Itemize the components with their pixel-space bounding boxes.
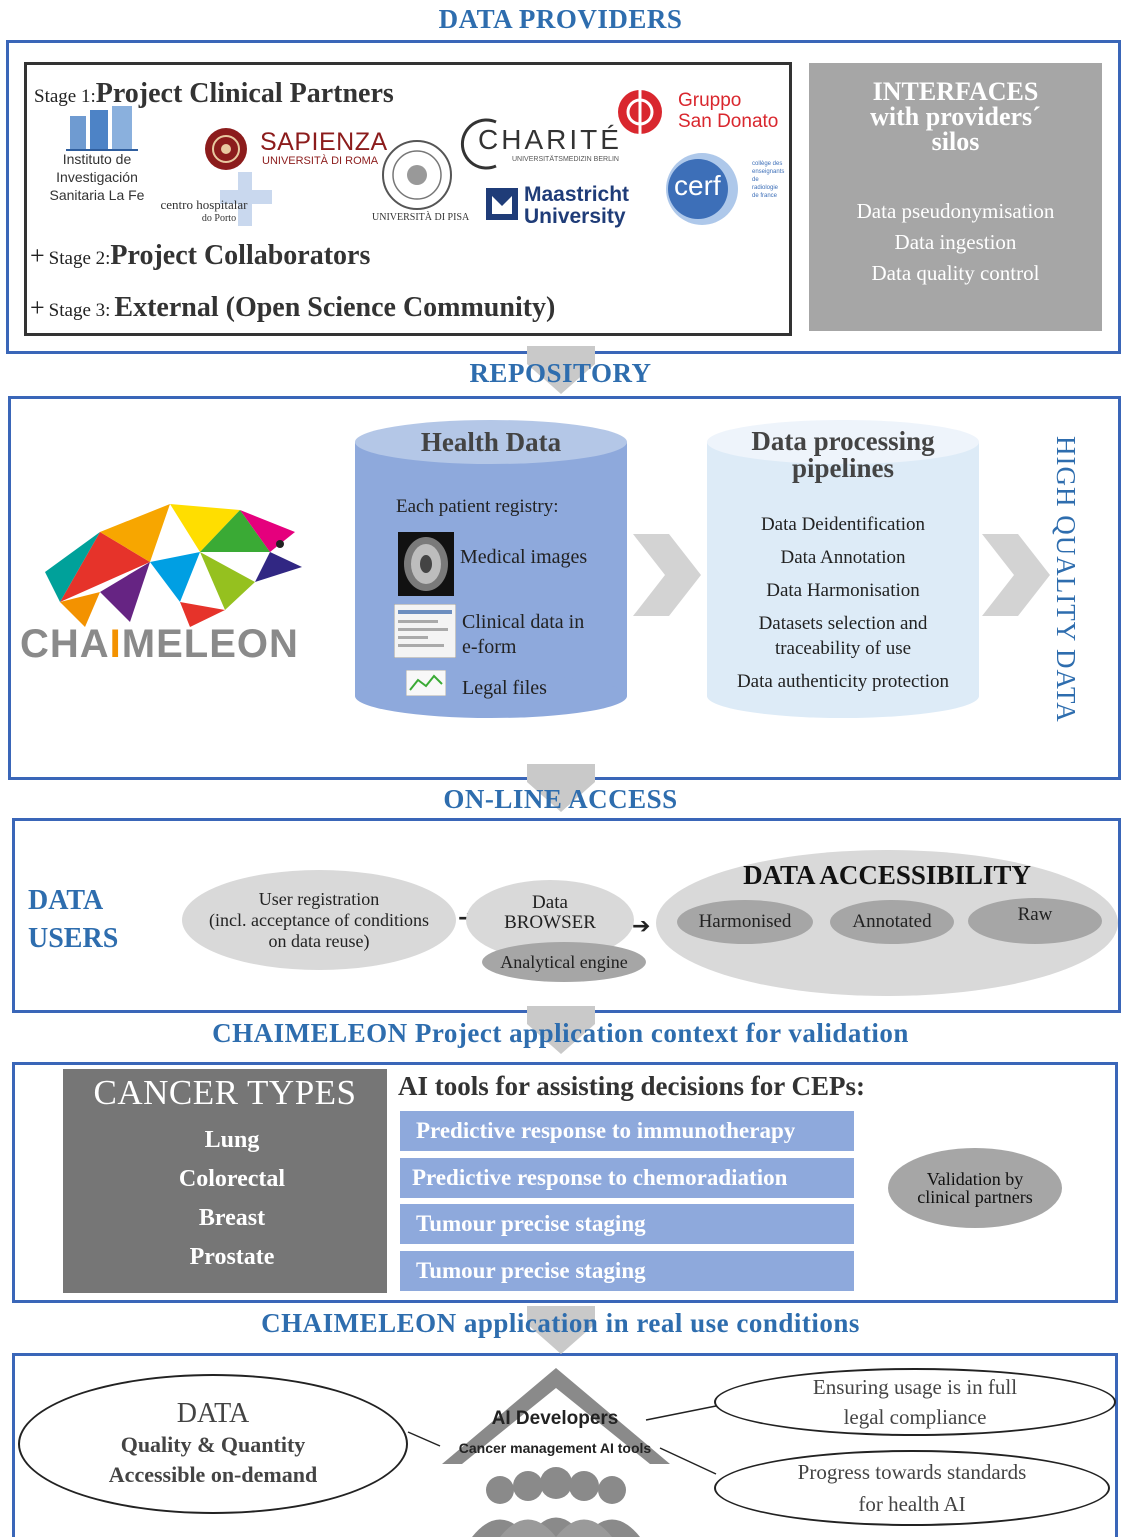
porto-cross-icon — [220, 172, 272, 226]
interfaces-item: Data pseudonymisation — [856, 199, 1055, 223]
pipeline-item: traceability of use — [774, 638, 912, 659]
pipelines-cylinder — [707, 420, 979, 718]
cerf-name: cerf — [674, 170, 721, 201]
ai-tools-title: AI tools for assisting decisions for CEP… — [398, 1071, 866, 1101]
ai-tool-bar: Tumour precise staging — [400, 1204, 854, 1244]
flow-chevron-stem — [527, 764, 595, 782]
flow-chevron-icon — [527, 1324, 595, 1354]
online-access-title: ON-LINE ACCESS — [443, 784, 678, 814]
gruppo-logo-icon — [618, 90, 662, 134]
la-fe-logo-icon — [66, 106, 138, 151]
interfaces-box: INTERFACES with providers´ silos Data ps… — [809, 63, 1102, 331]
cancer-types-title: CANCER TYPES — [93, 1073, 357, 1112]
cancer-type: Colorectal — [178, 1166, 286, 1192]
health-data-cylinder — [355, 420, 627, 718]
cancer-type: Prostate — [189, 1244, 275, 1270]
flow-chevron-icon — [527, 1024, 595, 1054]
charite-name: CHARITÉ — [478, 124, 622, 155]
health-item-medical-images: Medical images — [460, 546, 588, 568]
interfaces-item: Data quality control — [871, 261, 1040, 285]
sapienza-sub: UNIVERSITÀ DI ROMA — [262, 155, 379, 167]
cerf-logo-icon — [666, 153, 738, 225]
sapienza-seal-icon — [205, 128, 247, 170]
repository-title: REPOSITORY — [469, 358, 652, 388]
accessibility-annotated: Annotated — [830, 900, 954, 944]
cancer-type: Lung — [204, 1127, 260, 1153]
data-providers-title: DATA PROVIDERS — [438, 4, 683, 34]
ai-tool-bar: Tumour precise staging — [400, 1251, 854, 1291]
accessibility-raw: Raw — [968, 898, 1102, 944]
pisa-name: UNIVERSITÀ DI PISA — [372, 212, 470, 223]
pipeline-item: Data authenticity protection — [736, 671, 950, 692]
charite-sub: UNIVERSITÄTSMEDIZIN BERLIN — [512, 156, 619, 163]
eform-document-icon — [394, 604, 456, 658]
interfaces-item: Data ingestion — [894, 230, 1017, 254]
pipeline-item: Data Harmonisation — [766, 580, 920, 601]
pipeline-item: Data Deidentification — [760, 514, 926, 535]
arrow-right-icon: ➔ — [632, 914, 651, 939]
health-data-title: Health Data — [420, 427, 562, 457]
flow-chevron-icon — [527, 364, 595, 394]
cancer-types-box: CANCER TYPES Lung Colorectal Breast Pros… — [63, 1069, 387, 1293]
stage3-label: + Stage 3: External (Open Science Commun… — [30, 292, 556, 323]
chaimeleon-logo-text: CHAIMELEON — [20, 622, 299, 666]
pipeline-item: Data Annotation — [780, 547, 906, 568]
user-registration-step: User registration(incl. acceptance of co… — [182, 870, 456, 970]
flow-chevron-stem — [527, 1306, 595, 1324]
pisa-seal-icon — [382, 140, 452, 210]
analytical-engine-step: Analytical engine — [482, 942, 646, 982]
cancer-type: Breast — [198, 1205, 266, 1231]
health-item-legal-files: Legal files — [462, 677, 547, 699]
health-data-subtitle: Each patient registry: — [396, 496, 559, 517]
pipeline-item: Datasets selection and — [758, 613, 928, 634]
ai-tools-label: Cancer management AI tools — [458, 1440, 652, 1456]
sapienza-name: SAPIENZA — [260, 128, 388, 156]
charite-arc-icon — [460, 118, 497, 170]
high-quality-data-label: HIGH QUALITY DATA — [1051, 436, 1081, 723]
flow-arrow-right-icon — [633, 534, 701, 616]
stage1-label: Stage 1:Project Clinical Partners — [34, 78, 394, 109]
ai-developers-house-icon — [442, 1368, 670, 1537]
accessibility-harmonised: Harmonised — [677, 900, 813, 944]
mri-image-icon — [398, 532, 454, 596]
data-quality-node: DATA Quality & Quantity Accessible on-de… — [18, 1374, 408, 1514]
partners-box — [24, 62, 792, 336]
ai-developers-label: AI Developers — [491, 1408, 619, 1429]
real-use-title: CHAIMELEON application in real use condi… — [261, 1308, 860, 1338]
flow-chevron-stem — [527, 1006, 595, 1024]
flow-chevron-icon — [527, 782, 595, 812]
data-accessibility-title: DATA ACCESSIBILITY — [743, 860, 1031, 890]
cerf-side-text: collège des enseignants de radiologie de… — [752, 161, 785, 199]
legal-files-icon — [406, 670, 446, 696]
interfaces-title-1: INTERFACES — [872, 77, 1039, 106]
flow-arrow-right-icon — [982, 534, 1050, 616]
interfaces-title-3: silos — [931, 127, 980, 156]
stage2-label: + Stage 2:Project Collaborators — [30, 240, 371, 271]
ai-tool-bar: Predictive response to immunotherapy — [400, 1111, 854, 1151]
validation-title: CHAIMELEON Project application context f… — [212, 1018, 909, 1048]
pipelines-list: Data Deidentification Data Annotation Da… — [707, 508, 979, 698]
ai-tool-bar: Predictive response to chemoradiation — [400, 1158, 854, 1198]
chameleon-logo-icon — [45, 504, 302, 627]
maastricht-logo-icon — [486, 188, 518, 220]
interfaces-title-2: with providers´ — [870, 102, 1041, 131]
flow-chevron-stem — [527, 346, 595, 364]
